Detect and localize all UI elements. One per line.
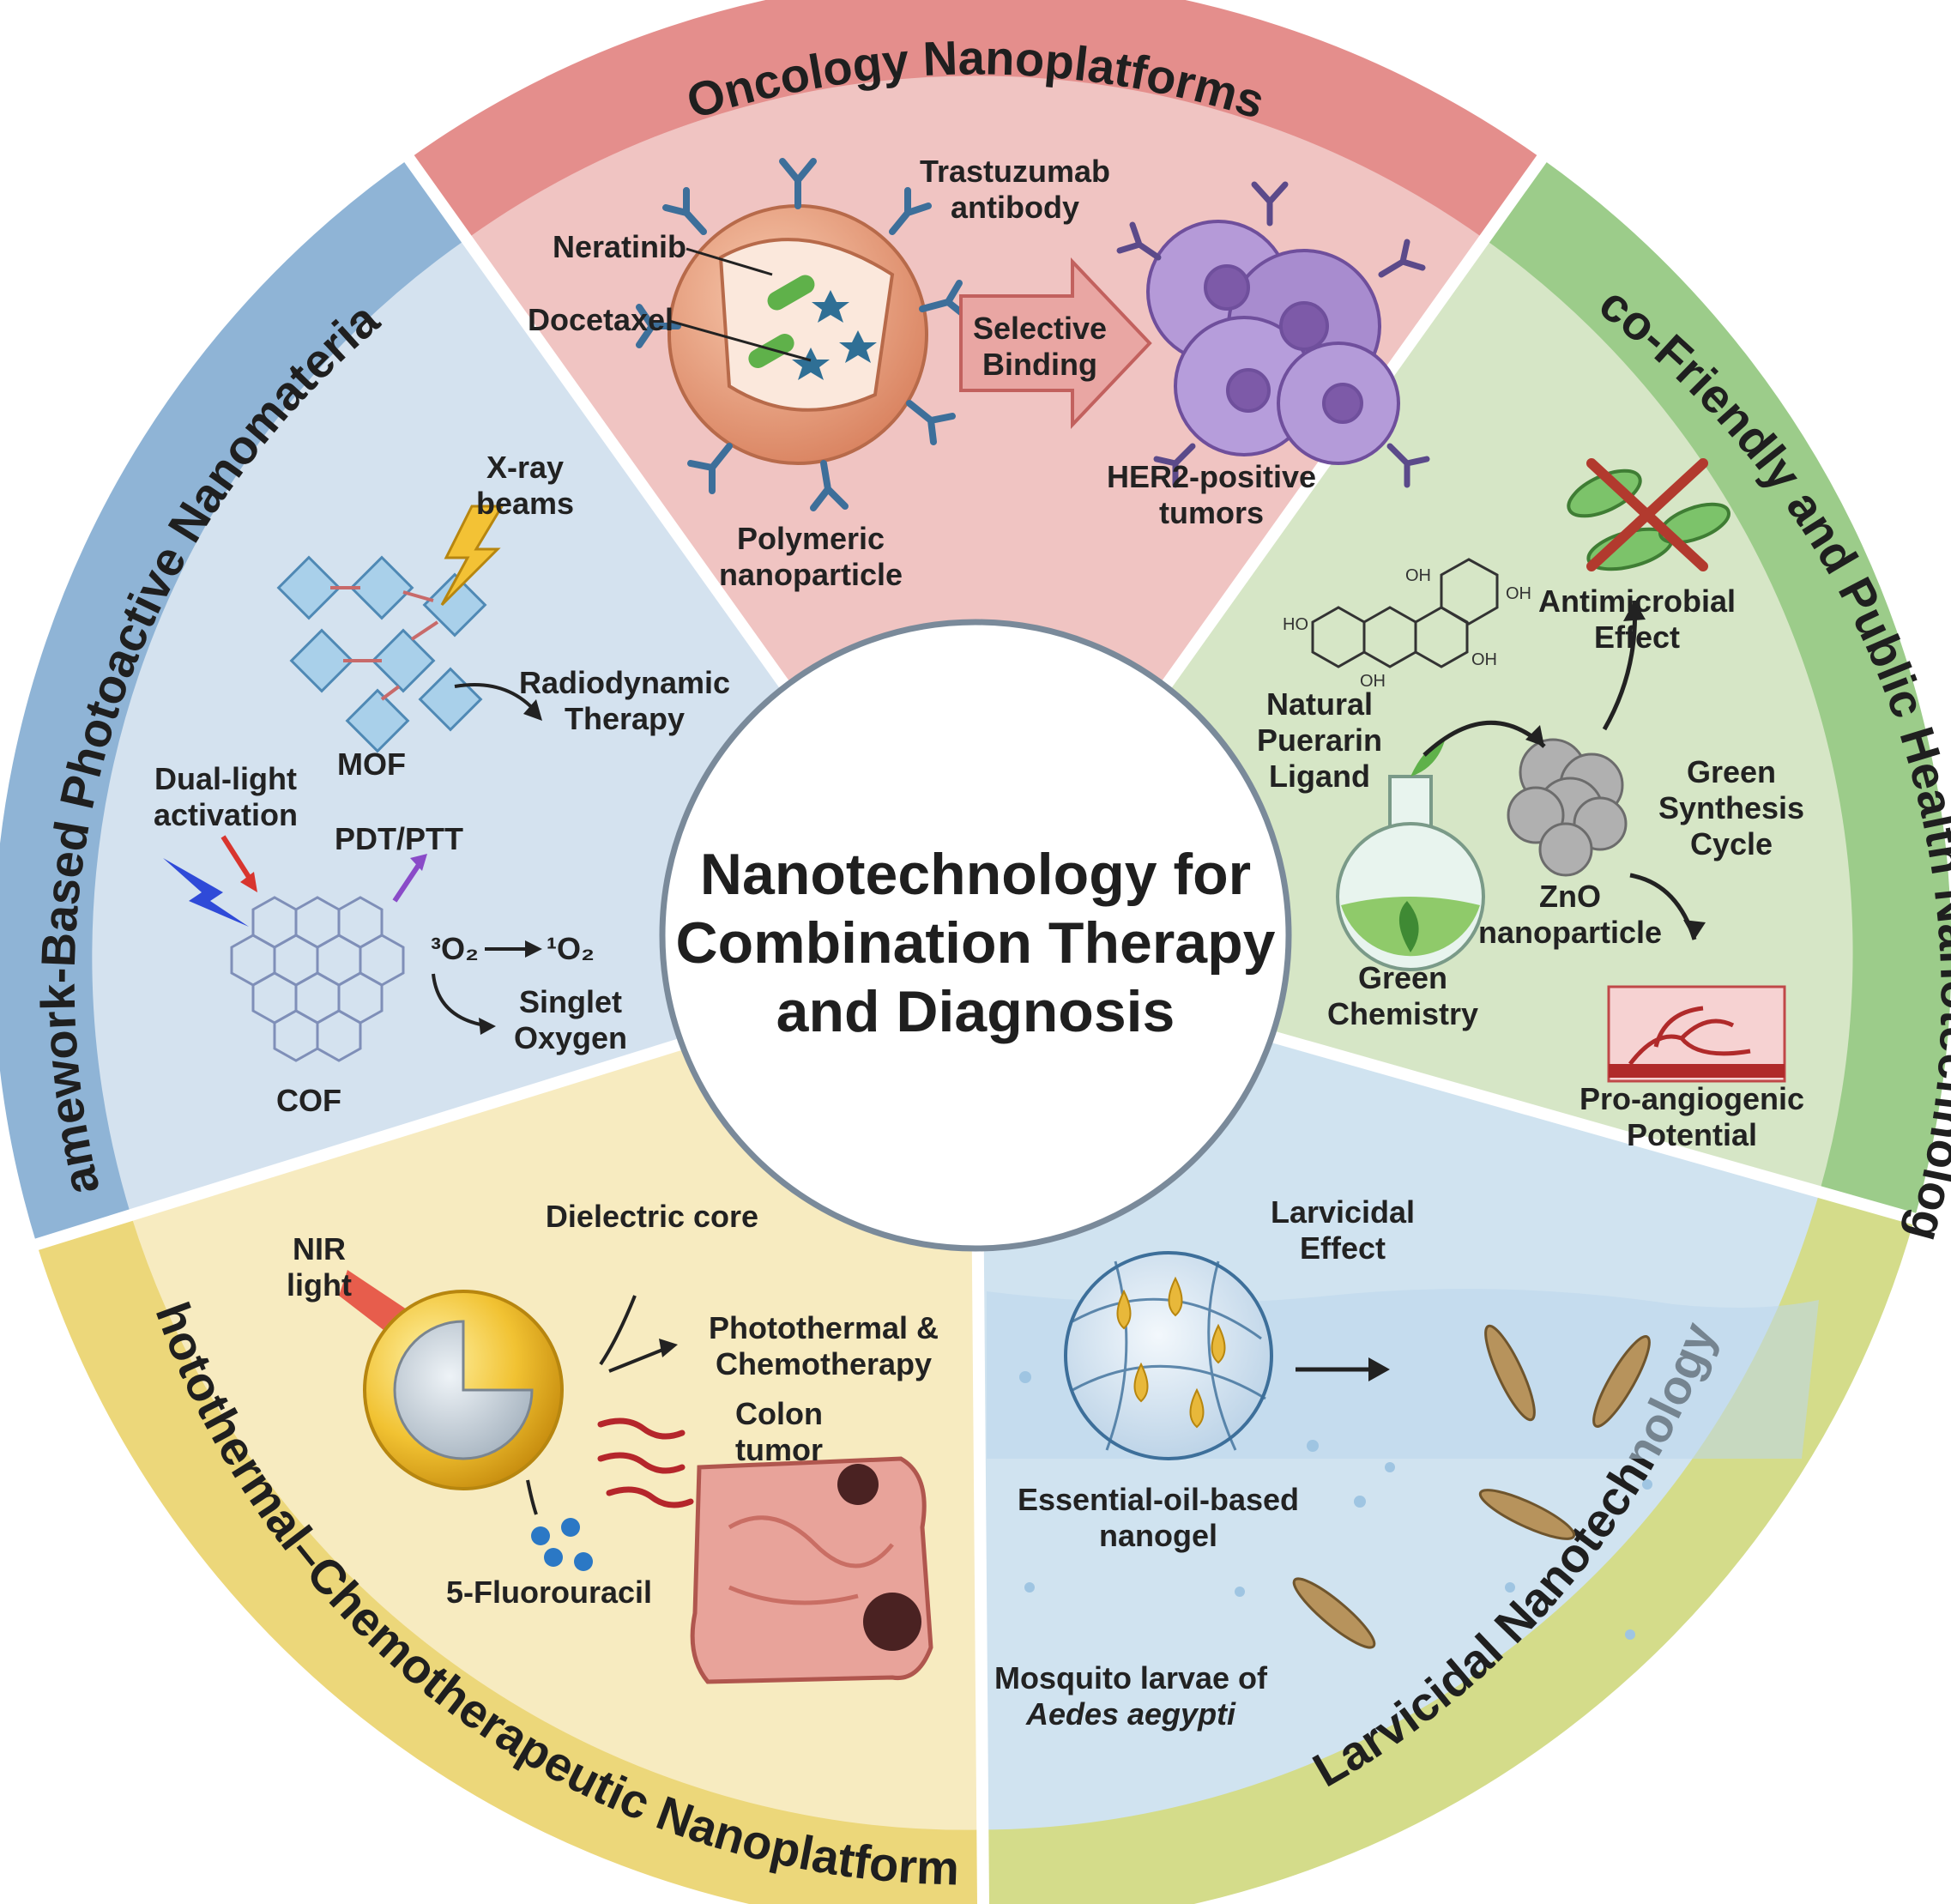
zno-nanoparticle-icon	[1507, 738, 1628, 877]
larvicidal-effect-label-1: Larvicidal	[1271, 1194, 1415, 1230]
mosquito-larvae-icons	[1292, 1324, 1651, 1649]
green-chemistry-flask-icon	[1336, 738, 1485, 971]
center-title-line-3: and Diagnosis	[776, 979, 1175, 1044]
oncology-content: Trastuzumab antibody Neratinib Docetaxel…	[528, 154, 1430, 592]
xray-lightning-icon	[440, 505, 504, 607]
oh-label-3: OH	[1471, 650, 1497, 669]
docetaxel-label: Docetaxel	[528, 302, 673, 337]
singlet-oxygen-label-2: Oxygen	[514, 1020, 627, 1055]
mosquito-label-1: Mosquito larvae of	[994, 1660, 1268, 1695]
oil-droplet-icons	[1116, 1276, 1226, 1429]
trastuzumab-label-2: antibody	[951, 190, 1079, 225]
natural-label-3: Ligand	[1269, 759, 1370, 794]
photothermal-chemo-label-1: Photothermal &	[709, 1310, 939, 1345]
ho-label: HO	[1283, 615, 1308, 634]
natural-label-1: Natural	[1266, 686, 1373, 722]
pro-angiogenic-label-2: Potential	[1627, 1117, 1757, 1152]
zno-label-1: ZnO	[1539, 879, 1601, 914]
larvicidal-effect-label-2: Effect	[1300, 1230, 1386, 1266]
center-title-line-1: Nanotechnology for	[700, 842, 1251, 907]
colon-tumor-label-1: Colon	[735, 1396, 823, 1431]
framework-content: X-ray beams Radiodynamic Therapy MOF Dua…	[154, 450, 730, 1118]
neratinib-label: Neratinib	[553, 229, 686, 264]
eco-content: HO OH OH OH OH	[1257, 458, 1804, 1152]
cof-label: COF	[276, 1083, 341, 1118]
docetaxel-star-icon	[792, 290, 877, 380]
fluorouracil-label: 5-Fluorouracil	[446, 1575, 652, 1610]
photothermal-content: NIR light Dielectric core Photothermal &…	[287, 1199, 939, 1684]
trastuzumab-label-1: Trastuzumab	[920, 154, 1110, 189]
selective-binding-arrow-icon	[959, 257, 1152, 430]
dual-light-label-1: Dual-light	[154, 761, 297, 796]
triplet-oxygen-label: ³O₂	[431, 931, 479, 966]
nir-label-2: light	[287, 1267, 352, 1303]
blue-light-icon	[163, 858, 249, 927]
oh-label-1: OH	[1405, 566, 1431, 585]
green-synthesis-label-3: Cycle	[1690, 826, 1773, 861]
natural-label-2: Puerarin	[1257, 722, 1382, 758]
colon-tumor-label-2: tumor	[735, 1432, 823, 1467]
her2-label-2: tumors	[1159, 495, 1264, 530]
colon-tumor-icon	[837, 1464, 879, 1505]
selective-binding-label-2: Binding	[982, 347, 1097, 382]
oh-label-2: OH	[1506, 584, 1531, 603]
larvicidal-content: Larvicidal Effect Essential-oil-based na…	[987, 1194, 1819, 1732]
nanogel-label-1: Essential-oil-based	[1018, 1482, 1299, 1517]
radiodynamic-label-2: Therapy	[565, 701, 685, 736]
photothermal-chemo-label-2: Chemotherapy	[716, 1346, 932, 1381]
colon-intestine-icon	[690, 1456, 933, 1684]
puerarin-molecule-icon	[1311, 558, 1499, 668]
pdt-ptt-label: PDT/PTT	[335, 821, 463, 856]
zno-label-2: nanoparticle	[1478, 915, 1662, 950]
essential-oil-nanogel-icon	[1064, 1251, 1273, 1460]
pro-angiogenic-vessel-icon	[1607, 985, 1786, 1083]
mosquito-label-2: Aedes aegypti	[1025, 1696, 1236, 1732]
antimicrobial-label-2: Effect	[1594, 620, 1680, 655]
green-synthesis-label-1: Green	[1687, 754, 1776, 789]
antimicrobial-label-1: Antimicrobial	[1538, 583, 1736, 619]
photothermal-band	[37, 1215, 984, 1904]
nanoparticle-cutaway-icon	[718, 238, 895, 412]
fluorouracil-molecule-icons	[531, 1518, 593, 1571]
radiodynamic-label-1: Radiodynamic	[519, 665, 730, 700]
center-hub: Nanotechnology for Combination Therapy a…	[659, 619, 1292, 1252]
oncology-band	[408, 0, 1543, 239]
oh-label-4: OH	[1360, 672, 1386, 691]
pro-angiogenic-label-1: Pro-angiogenic	[1580, 1081, 1804, 1116]
her2-tumor-cells-icon	[1146, 220, 1400, 465]
cross-icon	[1586, 458, 1708, 571]
water-droplet-icons	[1019, 1371, 1652, 1640]
polymeric-label-1: Polymeric	[737, 521, 885, 556]
antibody-icons	[636, 158, 969, 511]
dielectric-label: Dielectric core	[546, 1199, 758, 1234]
singlet-oxygen-symbol-label: ¹O₂	[547, 931, 595, 966]
xray-label-2: beams	[476, 486, 574, 521]
eco-band	[1484, 159, 1951, 1219]
neratinib-capsule-icon	[767, 275, 815, 311]
selective-binding-label-1: Selective	[973, 311, 1107, 346]
nir-label-1: NIR	[293, 1231, 346, 1266]
her2-label-1: HER2-positive	[1107, 459, 1316, 494]
framework-band	[0, 158, 466, 1245]
center-title-line-2: Combination Therapy	[676, 910, 1276, 976]
green-chemistry-label-2: Chemistry	[1327, 996, 1478, 1031]
polymeric-label-2: nanoparticle	[719, 557, 903, 592]
heat-wave-icons	[597, 1417, 694, 1508]
green-chemistry-label-1: Green	[1358, 960, 1447, 995]
cof-hexagonal-lattice-icon	[230, 896, 405, 1062]
nanogel-label-2: nanogel	[1099, 1518, 1217, 1553]
xray-label-1: X-ray	[486, 450, 564, 485]
dual-light-label-2: activation	[154, 797, 298, 832]
green-synthesis-label-2: Synthesis	[1658, 790, 1804, 825]
mof-label: MOF	[337, 746, 406, 782]
singlet-oxygen-label-1: Singlet	[519, 984, 622, 1019]
